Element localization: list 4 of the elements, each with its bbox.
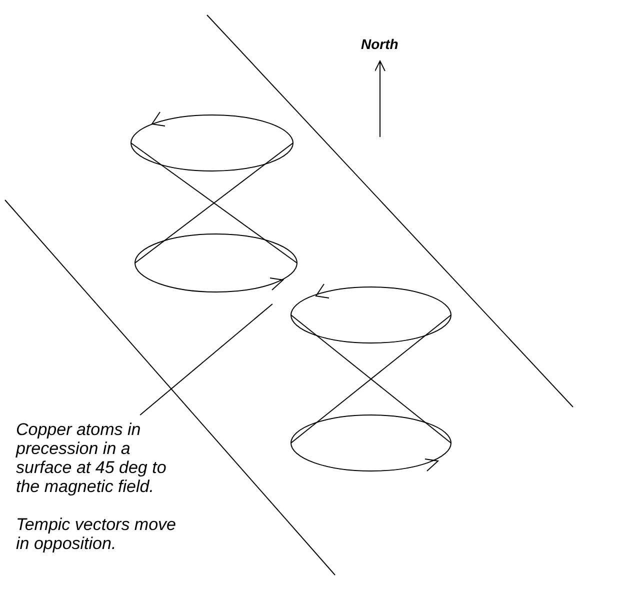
note-text: Tempic vectors move in opposition. xyxy=(16,515,177,553)
note-text: Copper atoms in precession in a surface at 45 deg to the magnetic field. xyxy=(16,420,168,496)
leader-line xyxy=(140,304,273,416)
direction-label: North xyxy=(361,36,398,52)
